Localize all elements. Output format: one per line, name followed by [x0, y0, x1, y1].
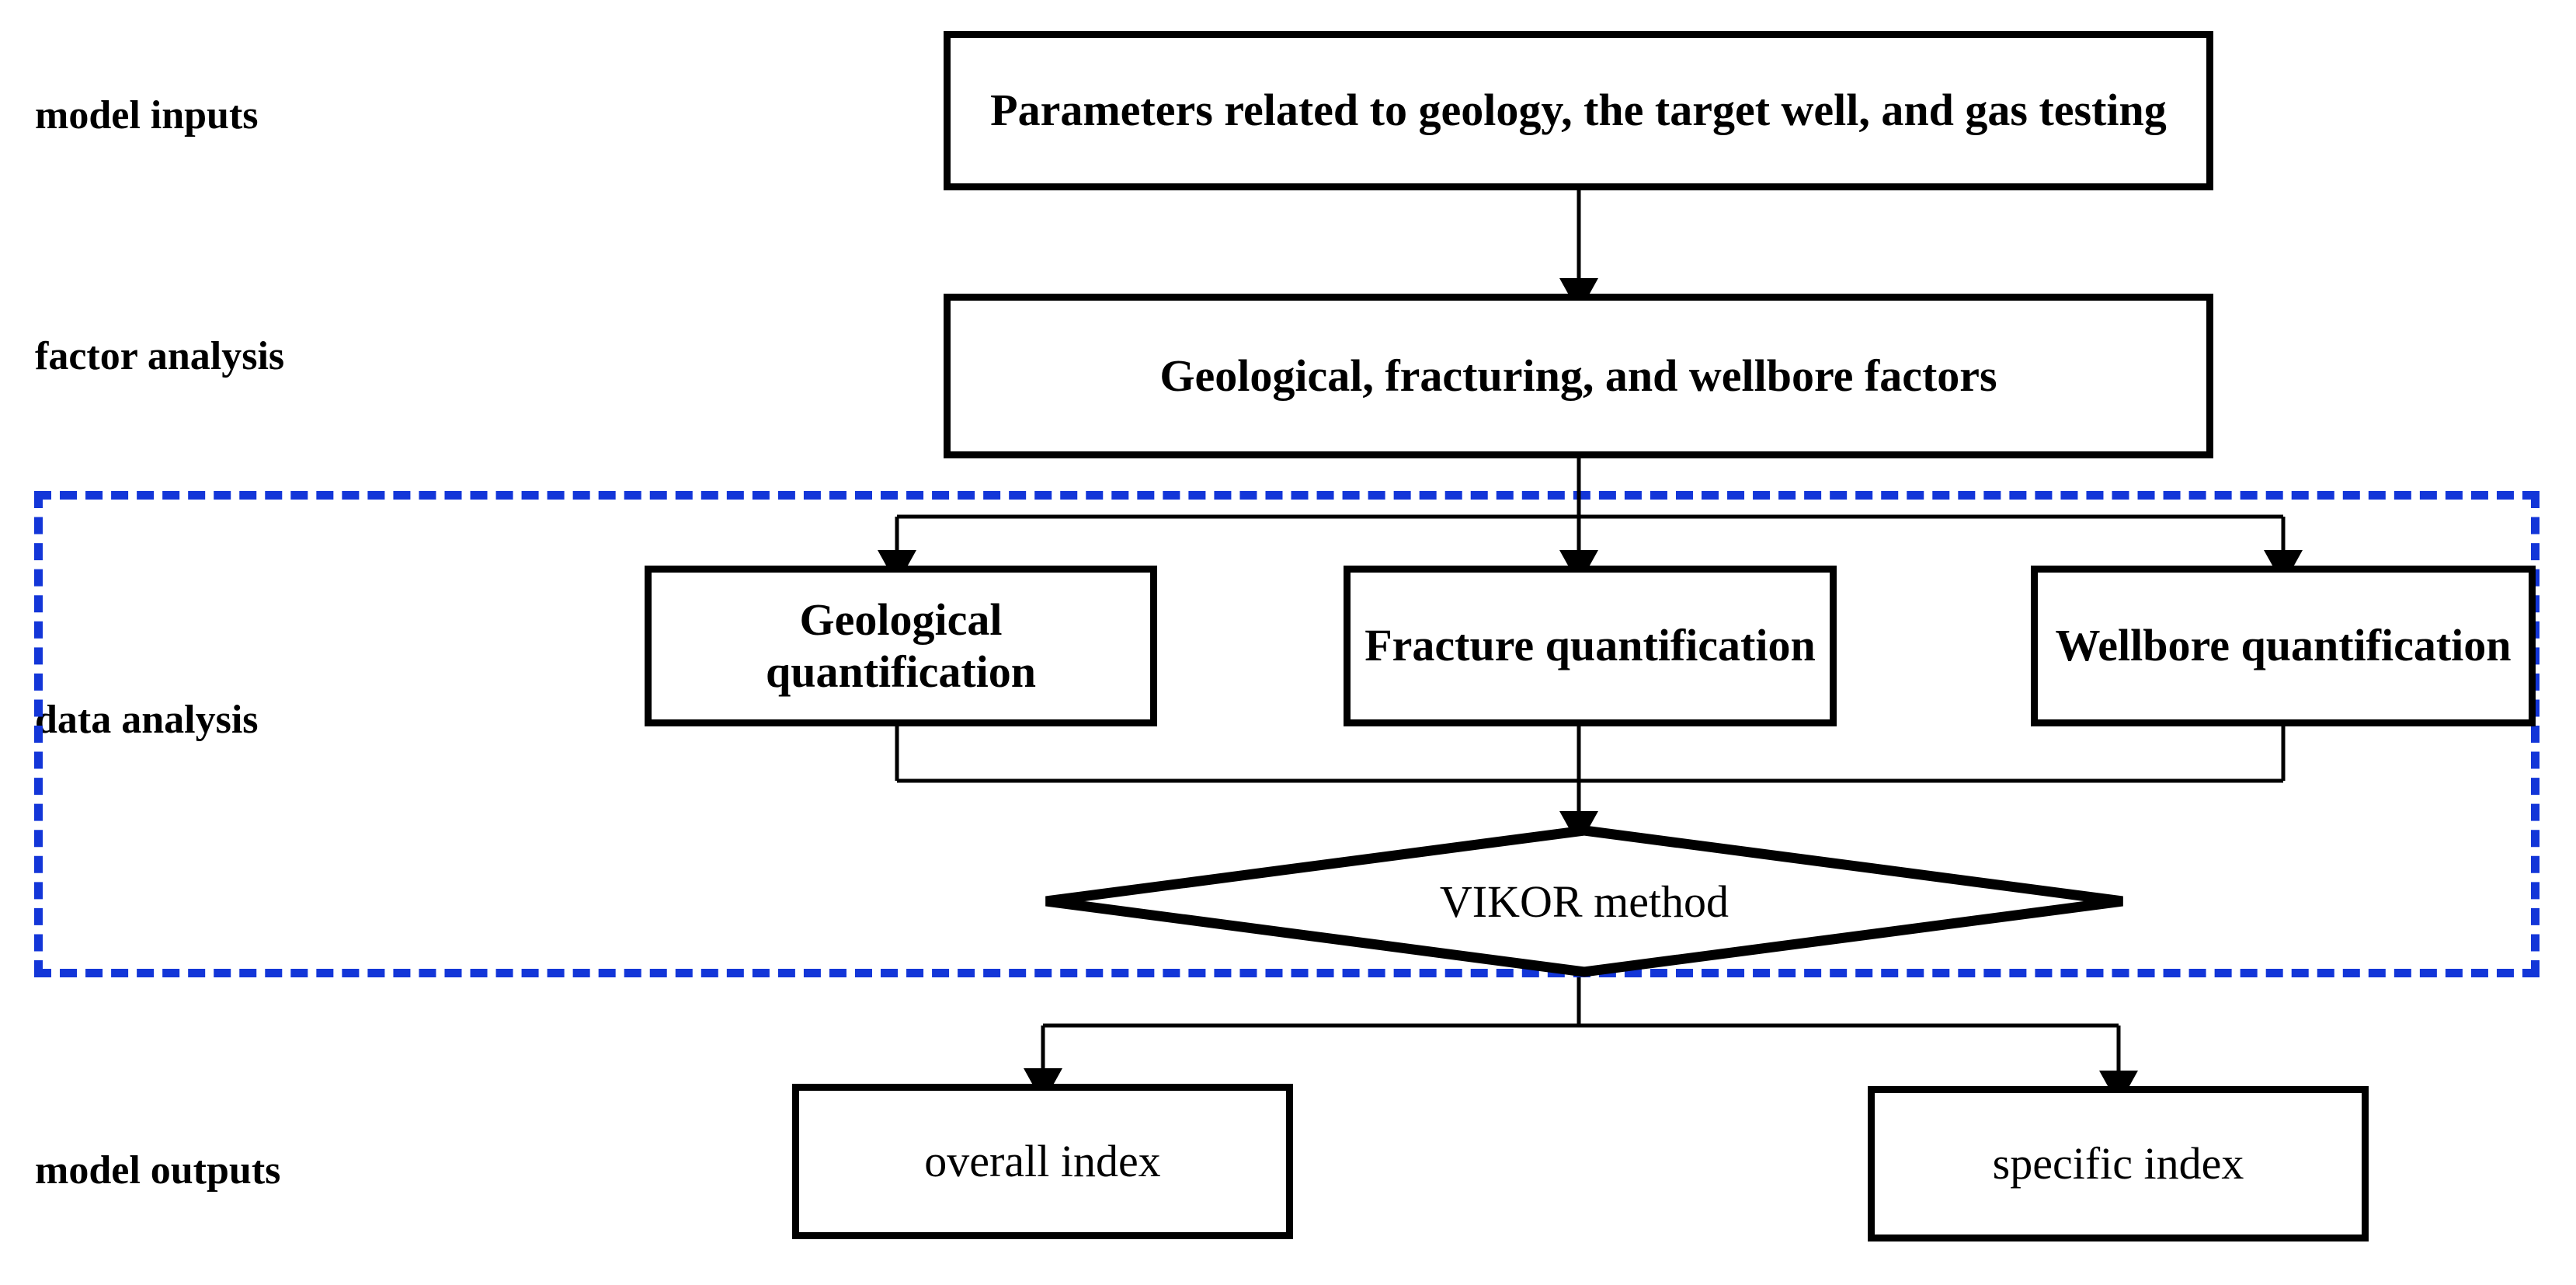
node-factors[interactable]: Geological, fracturing, and wellbore fac…	[944, 294, 2213, 458]
node-factors-label: Geological, fracturing, and wellbore fac…	[1159, 350, 1997, 401]
stage-label-model-outputs: model outputs	[35, 1148, 281, 1193]
node-vikor-method[interactable]: VIKOR method	[1041, 825, 2128, 977]
stage-label-factor-analysis: factor analysis	[35, 334, 285, 378]
data-analysis-highlight-region	[34, 491, 2539, 977]
node-parameters[interactable]: Parameters related to geology, the targe…	[944, 31, 2213, 190]
node-overall-index-label: overall index	[924, 1135, 1161, 1186]
node-wellbore-quantification-label: Wellbore quantification	[2055, 620, 2512, 671]
node-specific-index-label: specific index	[1992, 1137, 2244, 1189]
node-fracture-quantification[interactable]: Fracture quantification	[1344, 566, 1837, 726]
stage-label-data-analysis: data analysis	[35, 698, 259, 742]
node-wellbore-quantification[interactable]: Wellbore quantification	[2031, 566, 2536, 726]
node-fracture-quantification-label: Fracture quantification	[1364, 620, 1816, 671]
node-vikor-method-label: VIKOR method	[1439, 876, 1730, 927]
node-specific-index[interactable]: specific index	[1868, 1086, 2369, 1241]
node-overall-index[interactable]: overall index	[792, 1084, 1293, 1239]
node-geological-quantification-label: Geological quantification	[765, 594, 1037, 697]
node-geological-quantification[interactable]: Geological quantification	[645, 566, 1157, 726]
node-parameters-label: Parameters related to geology, the targe…	[990, 85, 2167, 136]
stage-label-model-inputs: model inputs	[35, 93, 259, 138]
